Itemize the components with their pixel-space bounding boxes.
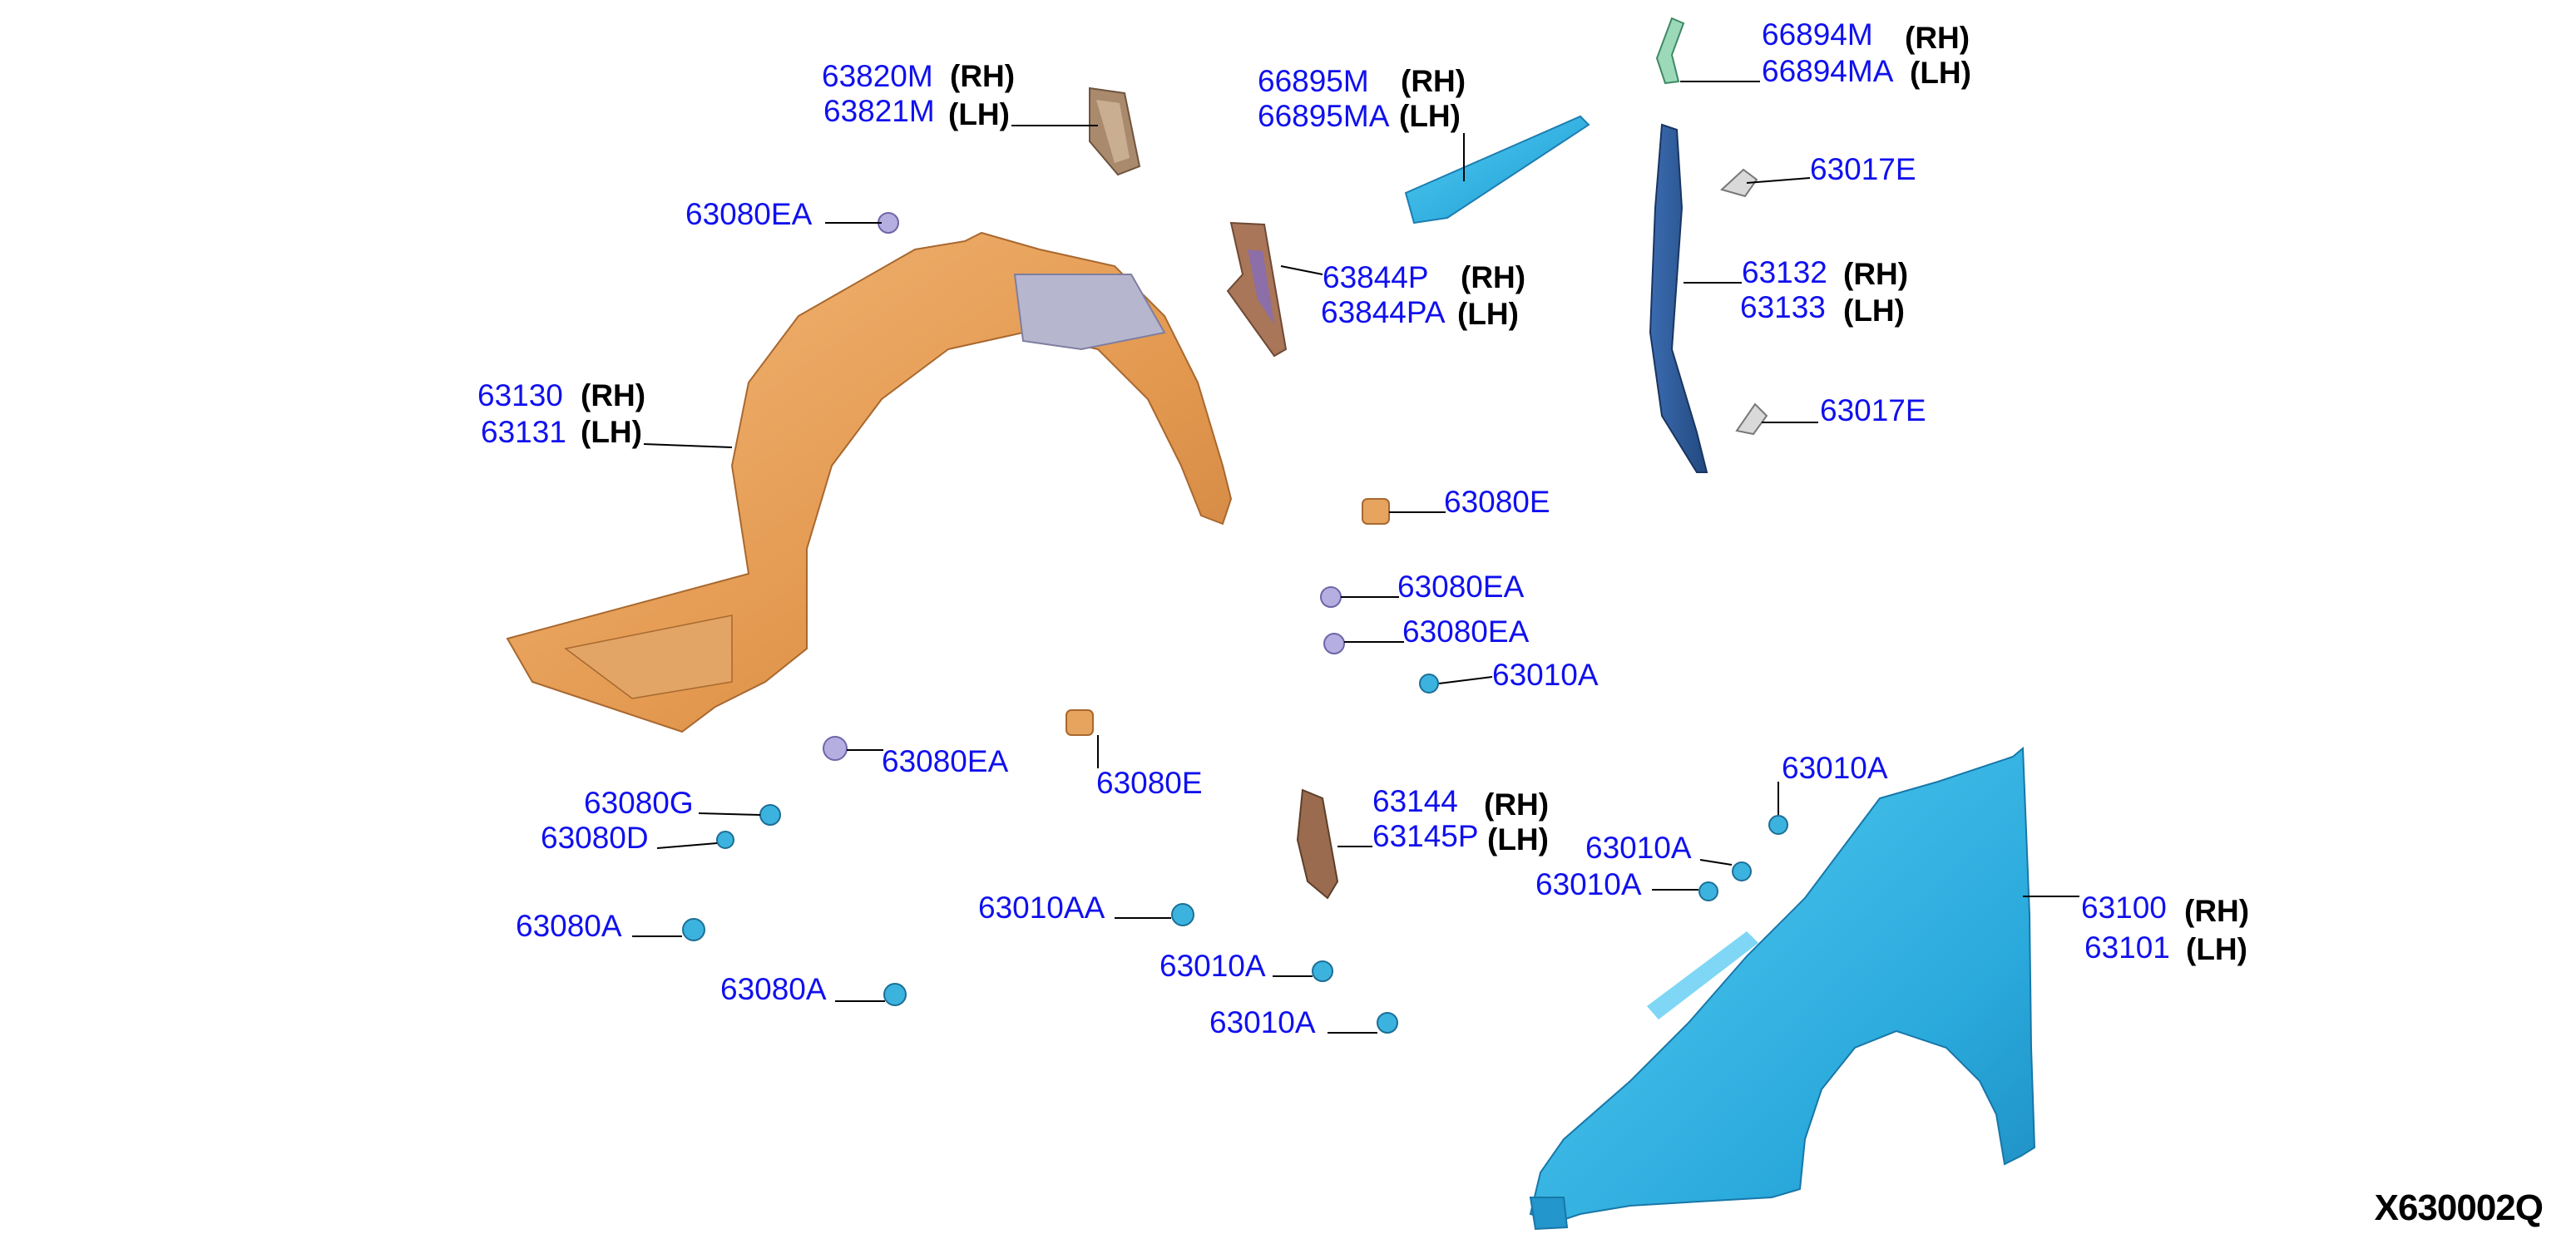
label-63820m: 63820M [822, 59, 933, 93]
label-63132: 63132 [1742, 255, 1827, 289]
label-63080a-2: 63080A [720, 972, 827, 1006]
label-63080a-1: 63080A [516, 909, 622, 943]
screw-63080d [716, 831, 734, 849]
screw-63010a-r3 [1698, 881, 1718, 901]
label-66894m: 66894M [1762, 17, 1873, 52]
front-fender-63100 [1529, 746, 2036, 1231]
side-rh: (RH) [2184, 894, 2250, 928]
side-rh: (RH) [1401, 64, 1466, 98]
label-63017e-bottom: 63017E [1820, 393, 1926, 427]
label-66895m: 66895M [1258, 64, 1369, 98]
label-63133: 63133 [1740, 290, 1826, 324]
diagram-code: X630002Q [2374, 1187, 2544, 1228]
side-rh: (RH) [1843, 257, 1909, 291]
label-63100: 63100 [2081, 891, 2167, 925]
bracket-63132 [1649, 123, 1708, 473]
clip-63080ea-low [823, 736, 848, 761]
label-63017e-top: 63017E [1810, 152, 1916, 186]
label-63080e-mid: 63080E [1444, 485, 1550, 519]
label-63010aa: 63010AA [978, 891, 1105, 925]
clip-63080ea-m2 [1323, 633, 1345, 654]
label-63010a-m: 63010A [1492, 658, 1599, 692]
label-63080ea-m2: 63080EA [1402, 615, 1530, 649]
label-63010a-b1: 63010A [1159, 949, 1266, 983]
bracket-66894m [1655, 17, 1685, 85]
side-lh: (LH) [1457, 297, 1519, 331]
label-63821m: 63821M [823, 94, 935, 128]
screw-63010a-r1 [1768, 815, 1788, 835]
side-lh: (LH) [581, 415, 642, 449]
label-66895ma: 66895MA [1258, 99, 1390, 133]
screw-63010a-m [1419, 674, 1439, 694]
side-rh: (RH) [581, 378, 646, 412]
label-63080g: 63080G [584, 786, 694, 820]
screw-63010a-b1 [1312, 960, 1333, 982]
label-63144: 63144 [1372, 784, 1458, 818]
side-rh: (RH) [1905, 21, 1970, 55]
label-63080d: 63080D [541, 821, 649, 855]
bracket-63144 [1296, 788, 1339, 900]
label-63844pa: 63844PA [1321, 295, 1446, 329]
screw-63010a-b2 [1377, 1012, 1398, 1034]
label-63010a-r3: 63010A [1535, 867, 1642, 901]
screw-63080g [759, 804, 781, 826]
side-rh: (RH) [1461, 260, 1526, 294]
side-lh: (LH) [1399, 99, 1461, 133]
fastener-63080e-low [1066, 709, 1094, 736]
label-66894ma: 66894MA [1762, 54, 1894, 88]
screw-63010a-r2 [1732, 861, 1752, 881]
screw-63080a-1 [682, 918, 705, 941]
label-63131: 63131 [481, 415, 566, 449]
side-lh: (LH) [1843, 294, 1905, 328]
label-63130: 63130 [477, 378, 563, 412]
label-63080e-low: 63080E [1096, 766, 1203, 800]
label-63010a-r1: 63010A [1782, 751, 1888, 785]
label-63010a-b2: 63010A [1209, 1005, 1316, 1039]
label-63101: 63101 [2084, 930, 2170, 965]
fastener-63080e-mid [1362, 498, 1390, 525]
fender-liner-63130 [506, 231, 1233, 733]
side-lh: (LH) [1910, 56, 1971, 90]
label-63080ea-m1: 63080EA [1397, 570, 1525, 604]
clip-63017e-top [1720, 168, 1758, 198]
leader-lines [632, 81, 2079, 1034]
label-63844p: 63844P [1323, 260, 1429, 294]
label-63080ea-top: 63080EA [685, 197, 813, 231]
screw-63080a-2 [883, 983, 907, 1006]
side-rh: (RH) [950, 59, 1016, 93]
side-lh: (LH) [2186, 932, 2247, 966]
screw-63010aa [1171, 903, 1194, 926]
side-rh: (RH) [1484, 787, 1550, 822]
label-63010a-r2: 63010A [1585, 831, 1692, 865]
cover-66895m [1404, 115, 1590, 225]
bracket-63844p [1226, 221, 1288, 358]
label-63080ea-low: 63080EA [882, 744, 1009, 778]
label-63145p: 63145P [1372, 819, 1479, 853]
side-lh: (LH) [1487, 822, 1549, 856]
side-lh: (LH) [948, 97, 1010, 131]
clip-63017e-bottom [1735, 402, 1768, 436]
clip-63080ea-m1 [1320, 586, 1342, 608]
bracket-63820m [1089, 86, 1141, 176]
